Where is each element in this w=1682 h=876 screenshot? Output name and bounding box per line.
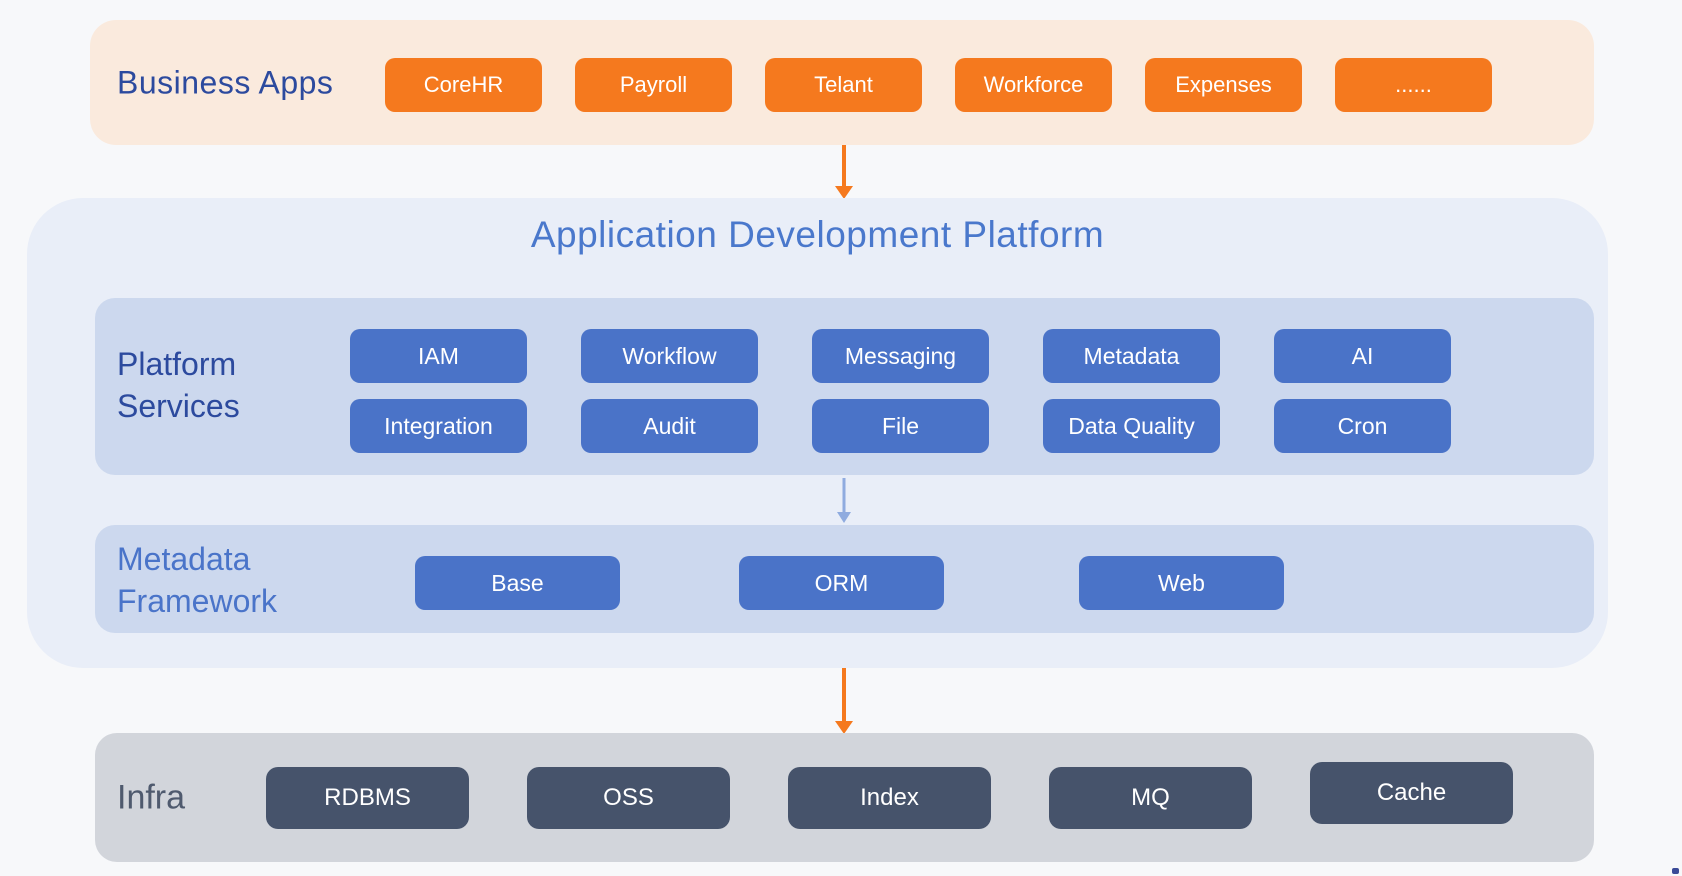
arrow-business-to-platform-icon: [826, 145, 862, 199]
service-box-cron: Cron: [1274, 399, 1451, 453]
corner-artifact-dot: [1672, 868, 1679, 874]
app-box-telant: Telant: [765, 58, 922, 112]
service-box-iam: IAM: [350, 329, 527, 383]
app-box-expenses: Expenses: [1145, 58, 1302, 112]
service-box-ai: AI: [1274, 329, 1451, 383]
arrow-shaft: [842, 145, 846, 186]
service-box-workflow: Workflow: [581, 329, 758, 383]
platform-services-label-line2: Services: [117, 388, 240, 424]
service-box-integration: Integration: [350, 399, 527, 453]
app-box-payroll: Payroll: [575, 58, 732, 112]
platform-services-label-line1: Platform: [117, 346, 237, 382]
service-box-audit: Audit: [581, 399, 758, 453]
app-box-more: ......: [1335, 58, 1492, 112]
infra-box-mq: MQ: [1049, 767, 1252, 829]
arrow-head: [835, 721, 853, 734]
app-box-corehr: CoreHR: [385, 58, 542, 112]
framework-box-web: Web: [1079, 556, 1284, 610]
application-development-platform-container: Application Development Platform Platfor…: [27, 198, 1608, 668]
infra-label: Infra: [117, 778, 186, 816]
business-apps-title: Business Apps: [117, 64, 334, 100]
arrow-shaft: [842, 668, 846, 721]
infra-box-rdbms: RDBMS: [266, 767, 469, 829]
arrow-platform-to-infra-icon: [826, 668, 862, 734]
infra-box-oss: OSS: [527, 767, 730, 829]
arrow-shaft: [842, 478, 846, 512]
metadata-framework-box: Metadata Framework Base ORM Web: [95, 525, 1594, 633]
infra-box-cache: Cache: [1310, 762, 1513, 824]
service-box-data-quality: Data Quality: [1043, 399, 1220, 453]
arrow-head: [835, 186, 853, 199]
framework-box-base: Base: [415, 556, 620, 610]
arrow-services-to-framework-icon: [826, 478, 862, 524]
service-box-metadata: Metadata: [1043, 329, 1220, 383]
arrow-head: [837, 512, 851, 523]
platform-services-box: Platform Services IAM Workflow Messaging…: [95, 298, 1594, 475]
framework-box-orm: ORM: [739, 556, 944, 610]
business-apps-layer: Business Apps CoreHR Payroll Telant Work…: [90, 20, 1594, 145]
service-box-messaging: Messaging: [812, 329, 989, 383]
infra-layer: Infra RDBMS OSS Index MQ Cache: [95, 733, 1594, 862]
metadata-framework-label: Metadata Framework: [117, 538, 277, 622]
metadata-framework-label-line1: Metadata: [117, 541, 251, 577]
infra-box-index: Index: [788, 767, 991, 829]
service-box-file: File: [812, 399, 989, 453]
platform-title: Application Development Platform: [530, 214, 1105, 255]
platform-services-label: Platform Services: [117, 343, 240, 427]
metadata-framework-label-line2: Framework: [117, 583, 278, 619]
app-box-workforce: Workforce: [955, 58, 1112, 112]
